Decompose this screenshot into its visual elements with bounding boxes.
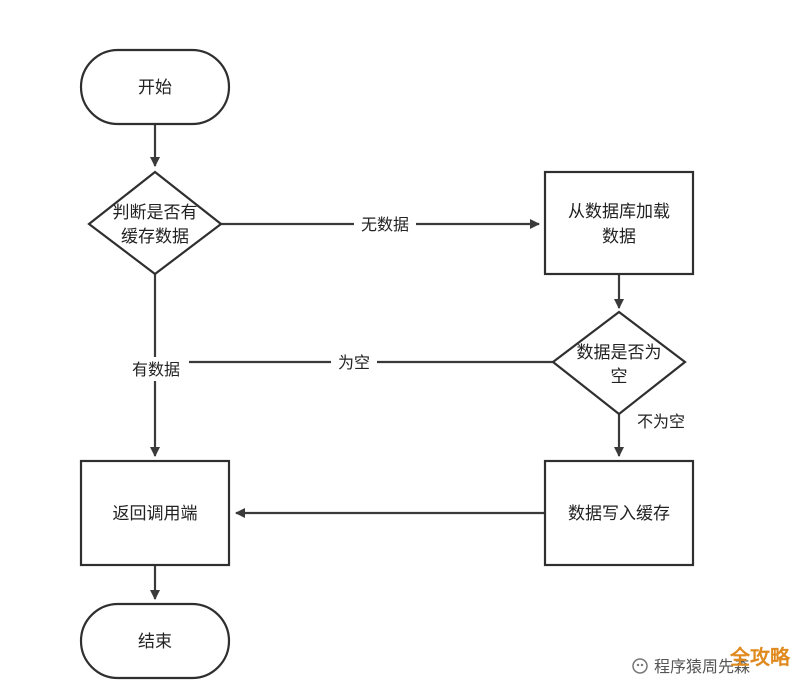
node-check-cache-label-1: 判断是否有 [113,203,198,223]
watermark: 程序猿周先森 全攻略 [632,645,791,676]
node-write-cache: 数据写入缓存 [543,459,695,567]
node-start: 开始 [79,48,231,126]
node-return-caller: 返回调用端 [79,459,231,567]
node-end-label: 结束 [138,632,172,652]
edge-label-no-data: 无数据 [361,215,409,234]
edge-label-is-empty: 为空 [338,353,370,372]
wechat-icon [632,658,648,674]
node-check-empty-label-2: 空 [611,367,628,387]
node-load-db: 从数据库加载 数据 [543,170,695,276]
node-check-cache-label-2: 缓存数据 [121,227,189,247]
edge-label-not-empty: 不为空 [637,412,685,431]
node-end: 结束 [79,602,231,680]
watermark-brand: 全攻略 [729,645,791,669]
node-check-empty-label-1: 数据是否为 [577,343,662,363]
edge-label-has-data: 有数据 [132,360,180,379]
watermark-text: 程序猿周先森 [654,657,750,676]
node-start-label: 开始 [138,78,172,98]
node-load-db-label-1: 从数据库加载 [568,202,670,222]
node-return-caller-label: 返回调用端 [113,504,198,524]
node-check-cache: 判断是否有 缓存数据 [87,170,223,276]
node-check-empty: 数据是否为 空 [551,310,687,416]
node-load-db-label-2: 数据 [602,227,636,247]
node-write-cache-label: 数据写入缓存 [568,504,670,524]
